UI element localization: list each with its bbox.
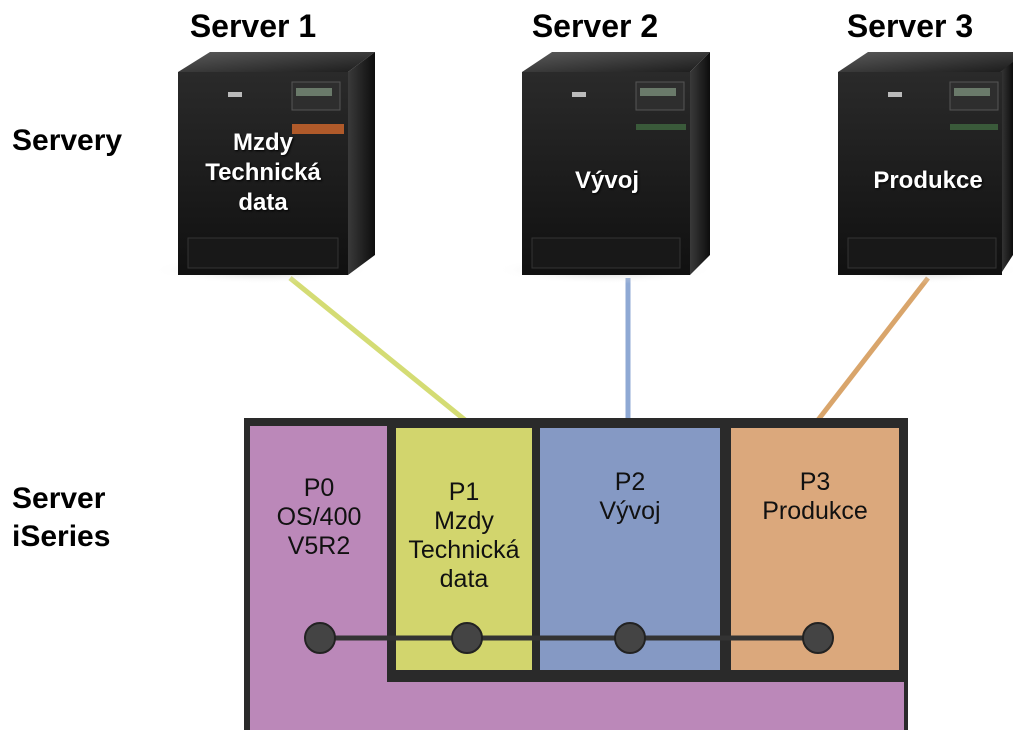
server-2-label-line-1: Vývoj — [574, 167, 640, 194]
server-1-label-line-1: Mzdy — [233, 129, 293, 156]
partition-p0-line-1: OS/400 — [276, 503, 362, 531]
server-1-label: Mzdy Technická data — [183, 128, 343, 218]
partition-p3-id: P3 — [799, 468, 831, 496]
partition-p2-id: P2 — [614, 468, 646, 496]
partition-node-p2 — [614, 622, 646, 654]
iseries-label-line-1: Server — [12, 482, 106, 515]
iseries-row-label: Server iSeries — [12, 480, 110, 556]
partition-p1-line-3: data — [439, 565, 489, 593]
partition-p2-line-1: Vývoj — [599, 497, 661, 525]
server-1-label-line-3: data — [238, 189, 288, 216]
partition-p1-id: P1 — [448, 478, 480, 506]
server-2-label: Vývoj — [527, 166, 687, 196]
partition-node-p0 — [304, 622, 336, 654]
server-3-label-line-1: Produkce — [873, 167, 983, 194]
server-2-tower — [495, 52, 715, 284]
server-3-tower — [822, 52, 1013, 284]
cable-server-1 — [288, 276, 467, 422]
partition-p3-label: P3 Produkce — [731, 468, 899, 526]
partition-p1-line-2: Technická — [408, 536, 520, 564]
server-1-label-line-2: Technická — [205, 159, 321, 186]
partition-p1-label: P1 Mzdy Technická data — [396, 478, 532, 594]
partition-node-p1 — [451, 622, 483, 654]
partition-node-p3 — [802, 622, 834, 654]
server-1-title: Server 1 — [189, 8, 317, 44]
server-3-label: Produkce — [848, 166, 1008, 196]
cable-server-3 — [816, 276, 930, 422]
servers-row-label: Servery — [12, 124, 123, 157]
partition-p1-line-1: Mzdy — [434, 507, 494, 535]
partition-p2-label: P2 Vývoj — [540, 468, 720, 526]
partition-p0-id: P0 — [303, 474, 335, 502]
partition-p0-line-2: V5R2 — [287, 532, 351, 560]
server-3-title: Server 3 — [846, 8, 974, 44]
iseries-label-line-2: iSeries — [12, 520, 111, 553]
server-2-title: Server 2 — [531, 8, 659, 44]
partition-p3-line-1: Produkce — [762, 497, 868, 525]
server-1-tower — [152, 52, 375, 284]
partition-p0-label: P0 OS/400 V5R2 — [250, 474, 388, 561]
